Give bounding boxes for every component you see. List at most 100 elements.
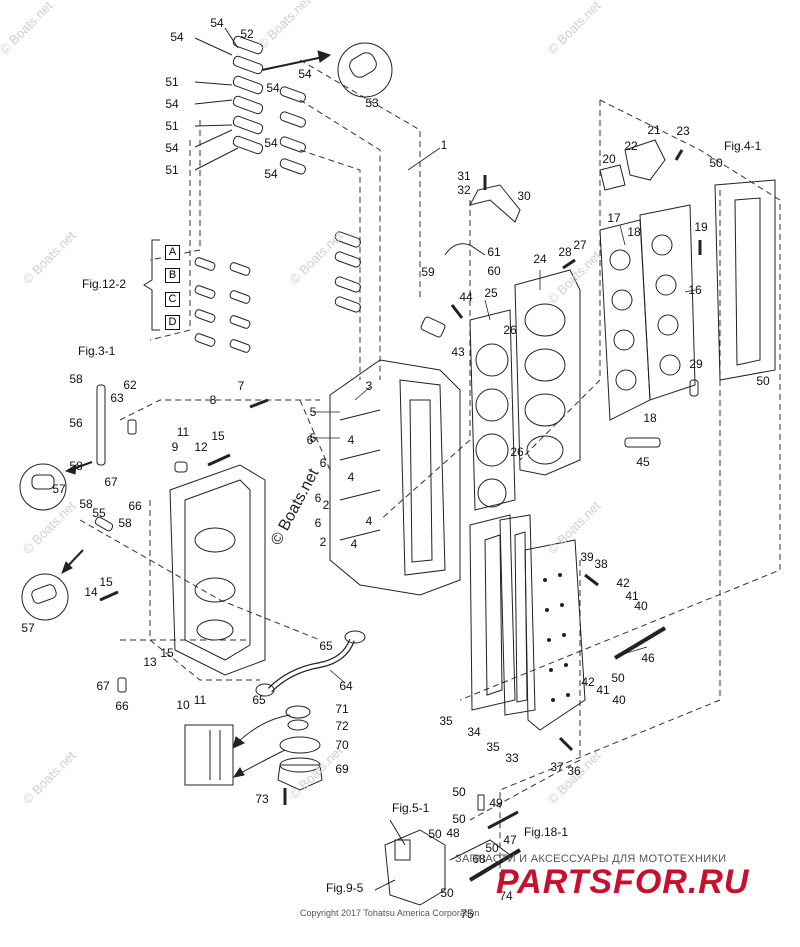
part-callout[interactable]: 50 (756, 374, 770, 388)
part-callout[interactable]: 47 (503, 833, 517, 847)
box-label-c[interactable]: C (165, 292, 180, 307)
part-callout[interactable]: 67 (104, 475, 118, 489)
part-callout[interactable]: 59 (421, 265, 435, 279)
part-callout[interactable]: 31 (457, 169, 471, 183)
part-callout[interactable]: 24 (533, 252, 547, 266)
part-callout[interactable]: 56 (69, 416, 83, 430)
part-callout[interactable]: 58 (118, 516, 132, 530)
part-callout[interactable]: 45 (636, 455, 650, 469)
box-label-d[interactable]: D (165, 315, 180, 330)
part-callout[interactable]: 41 (596, 683, 610, 697)
part-callout[interactable]: 64 (339, 679, 353, 693)
part-callout[interactable]: 50 (428, 827, 442, 841)
part-callout[interactable]: 25 (484, 286, 498, 300)
part-callout[interactable]: 40 (612, 693, 626, 707)
part-callout[interactable]: 69 (335, 762, 349, 776)
part-callout[interactable]: 72 (335, 719, 349, 733)
part-callout[interactable]: 5 (309, 405, 317, 419)
part-callout[interactable]: 13 (143, 655, 157, 669)
part-callout[interactable]: 11 (193, 693, 207, 707)
part-callout[interactable]: 51 (165, 163, 179, 177)
part-callout[interactable]: 54 (170, 30, 184, 44)
part-callout[interactable]: 15 (160, 646, 174, 660)
part-callout[interactable]: 54 (210, 16, 224, 30)
part-callout[interactable]: 4 (347, 433, 355, 447)
part-callout[interactable]: 66 (128, 499, 142, 513)
part-callout[interactable]: 18 (627, 225, 641, 239)
part-callout[interactable]: 44 (459, 290, 473, 304)
part-callout[interactable]: 50 (452, 812, 466, 826)
part-callout[interactable]: 66 (115, 699, 129, 713)
part-callout[interactable]: 6 (319, 456, 327, 470)
part-callout[interactable]: 39 (580, 550, 594, 564)
part-callout[interactable]: 7 (237, 379, 245, 393)
part-callout[interactable]: 19 (694, 220, 708, 234)
part-callout[interactable]: 52 (240, 27, 254, 41)
part-callout[interactable]: 65 (319, 639, 333, 653)
part-callout[interactable]: 50 (440, 886, 454, 900)
box-label-a[interactable]: A (165, 245, 180, 260)
part-callout[interactable]: 57 (52, 482, 66, 496)
part-callout[interactable]: 26 (510, 445, 524, 459)
part-callout[interactable]: 2 (319, 535, 327, 549)
part-callout[interactable]: 54 (165, 141, 179, 155)
part-callout[interactable]: 33 (505, 751, 519, 765)
part-callout[interactable]: 70 (335, 738, 349, 752)
part-callout[interactable]: 37 (550, 760, 564, 774)
part-callout[interactable]: 32 (457, 183, 471, 197)
part-callout[interactable]: 50 (709, 156, 723, 170)
part-callout[interactable]: 57 (21, 621, 35, 635)
part-callout[interactable]: 16 (688, 283, 702, 297)
part-callout[interactable]: 53 (365, 96, 379, 110)
part-callout[interactable]: 62 (123, 378, 137, 392)
part-callout[interactable]: 43 (451, 345, 465, 359)
part-callout[interactable]: 50 (485, 841, 499, 855)
part-callout[interactable]: 21 (647, 123, 661, 137)
part-callout[interactable]: 6 (306, 433, 314, 447)
part-callout[interactable]: 23 (676, 124, 690, 138)
part-callout[interactable]: 54 (266, 81, 280, 95)
part-callout[interactable]: 61 (487, 245, 501, 259)
part-callout[interactable]: 10 (176, 698, 190, 712)
part-callout[interactable]: 35 (486, 740, 500, 754)
part-callout[interactable]: 17 (607, 211, 621, 225)
part-callout[interactable]: 4 (365, 514, 373, 528)
part-callout[interactable]: 20 (602, 152, 616, 166)
part-callout[interactable]: 54 (165, 97, 179, 111)
part-callout[interactable]: 73 (255, 792, 269, 806)
part-callout[interactable]: 60 (487, 264, 501, 278)
part-callout[interactable]: 15 (211, 429, 225, 443)
part-callout[interactable]: 54 (298, 67, 312, 81)
part-callout[interactable]: 58 (79, 497, 93, 511)
part-callout[interactable]: 8 (209, 393, 217, 407)
part-callout[interactable]: 36 (567, 764, 581, 778)
part-callout[interactable]: 41 (625, 589, 639, 603)
part-callout[interactable]: 12 (194, 440, 208, 454)
box-label-b[interactable]: B (165, 268, 180, 283)
part-callout[interactable]: 3 (365, 379, 373, 393)
part-callout[interactable]: 22 (624, 139, 638, 153)
part-callout[interactable]: 5 (309, 431, 317, 445)
part-callout[interactable]: 48 (446, 826, 460, 840)
part-callout[interactable]: 35 (439, 714, 453, 728)
part-callout[interactable]: 42 (616, 576, 630, 590)
part-callout[interactable]: 18 (643, 411, 657, 425)
part-callout[interactable]: 58 (69, 459, 83, 473)
fig-ref-9-5[interactable]: Fig.9-5 (326, 881, 364, 895)
part-callout[interactable]: 58 (69, 372, 83, 386)
part-callout[interactable]: 51 (165, 119, 179, 133)
part-callout[interactable]: 71 (335, 702, 349, 716)
part-callout[interactable]: 2 (322, 498, 330, 512)
part-callout[interactable]: 49 (489, 796, 503, 810)
part-callout[interactable]: 28 (558, 245, 572, 259)
part-callout[interactable]: 30 (517, 189, 531, 203)
part-callout[interactable]: 27 (573, 238, 587, 252)
part-callout[interactable]: 26 (503, 323, 517, 337)
part-callout[interactable]: 63 (110, 391, 124, 405)
part-callout[interactable]: 4 (350, 537, 358, 551)
part-callout[interactable]: 38 (594, 557, 608, 571)
part-callout[interactable]: 65 (252, 693, 266, 707)
part-callout[interactable]: 1 (440, 138, 448, 152)
part-callout[interactable]: 4 (347, 470, 355, 484)
part-callout[interactable]: 50 (611, 671, 625, 685)
